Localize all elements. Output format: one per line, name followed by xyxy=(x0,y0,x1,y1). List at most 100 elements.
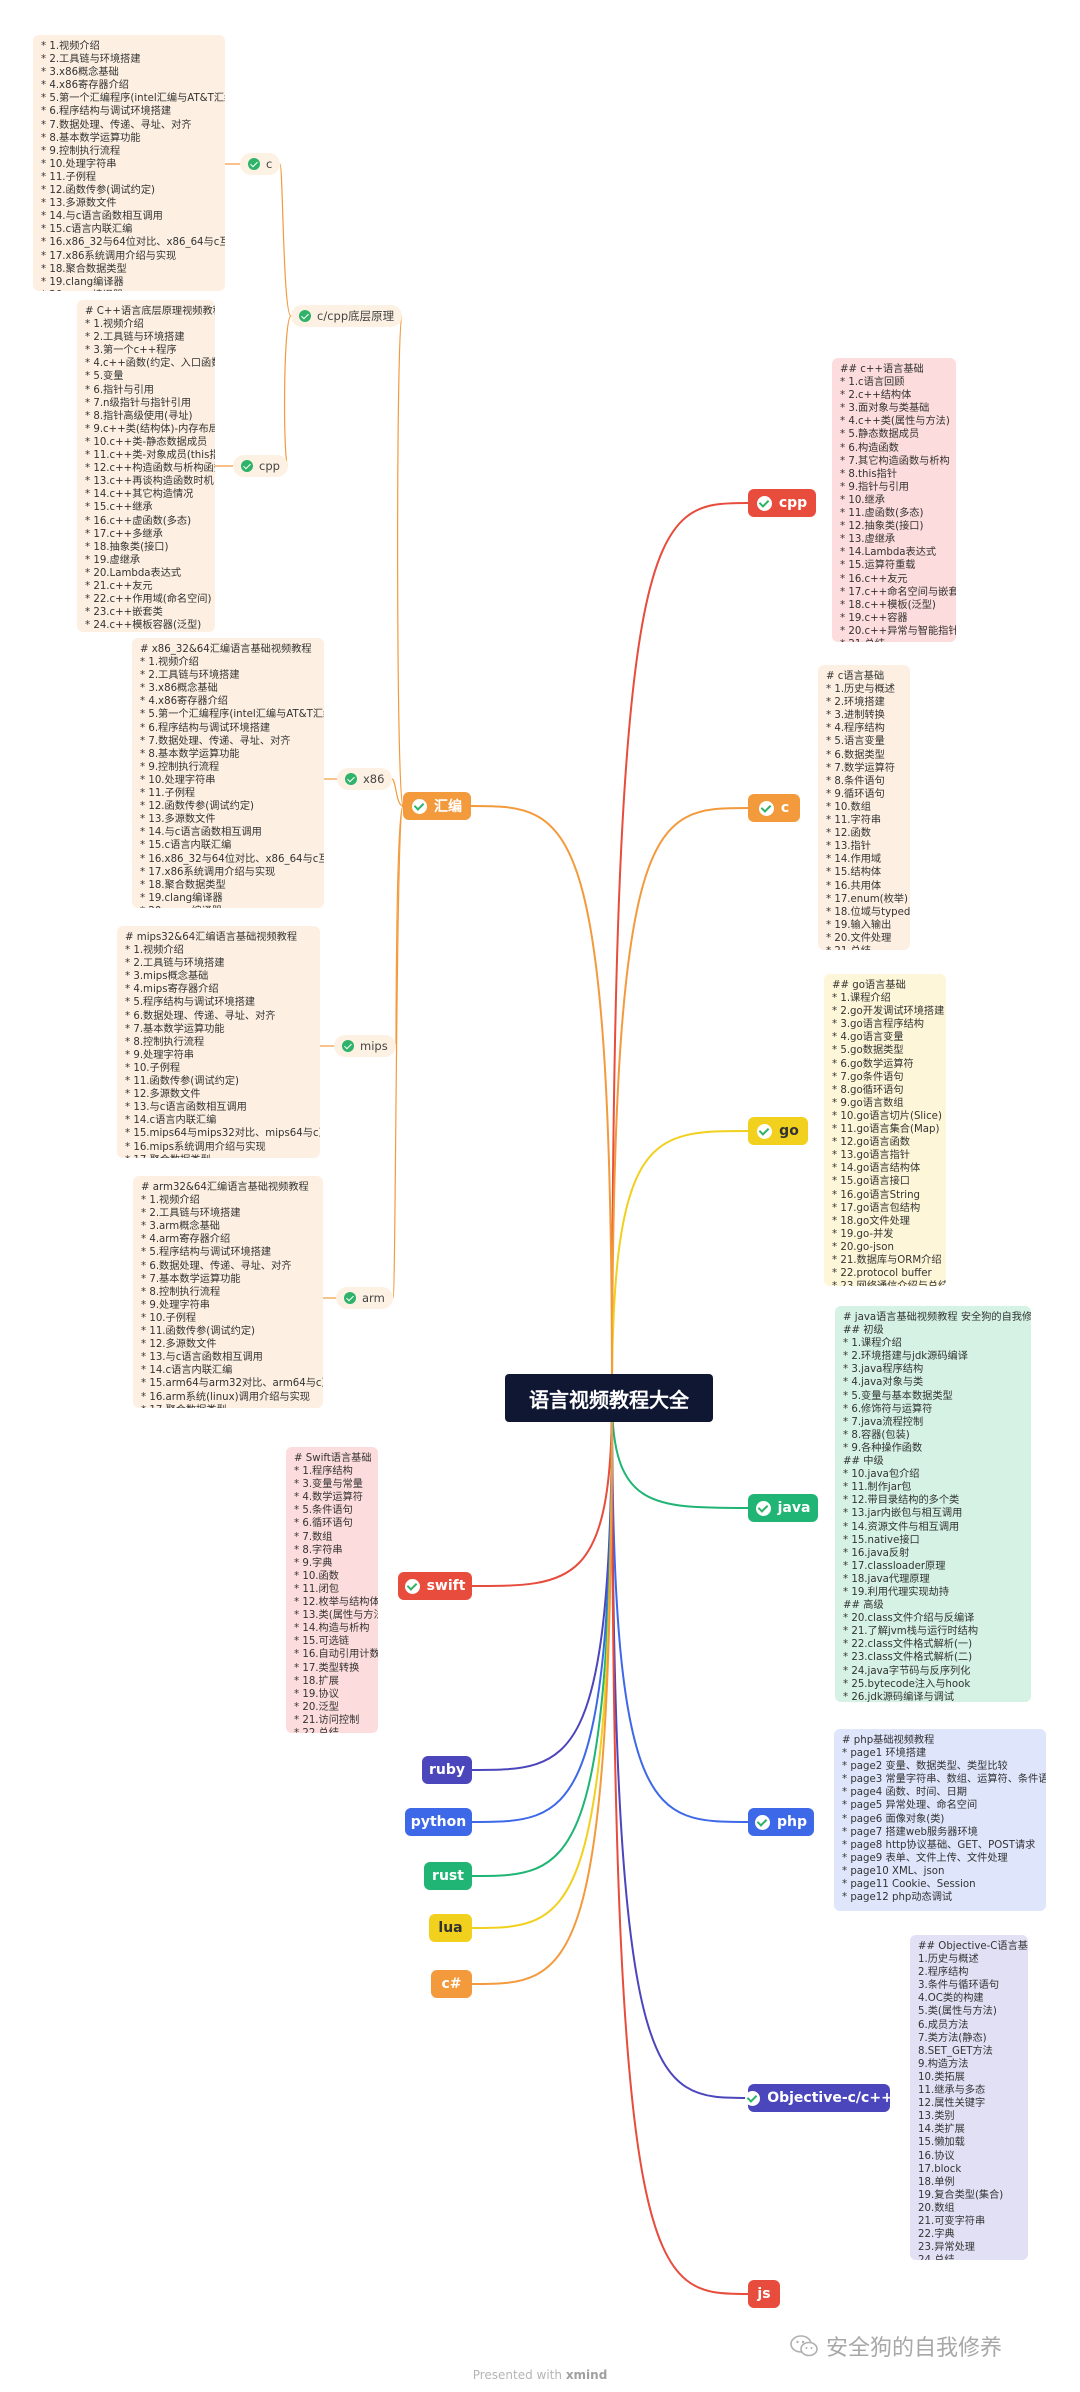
note-line: * 10.处理字符串 xyxy=(41,158,117,170)
connector xyxy=(470,805,613,1399)
note-line: * 6.构造函数 xyxy=(840,442,899,454)
branch-go[interactable]: go xyxy=(748,1117,808,1145)
connector xyxy=(611,1397,749,1823)
note-line: * 23.网络通信介绍与总结 xyxy=(832,1280,946,1286)
subtopic-c-cpp-internals[interactable]: c/cpp底层原理 xyxy=(291,305,403,327)
note-line: * 11.go语言集合(Map) xyxy=(832,1124,940,1136)
note-line: * 10.处理字符串 xyxy=(140,774,216,786)
connector xyxy=(471,1397,613,1823)
connector xyxy=(279,163,292,317)
note-line: * 7.go条件语句 xyxy=(832,1071,904,1083)
branch-ruby[interactable]: ruby xyxy=(422,1756,472,1784)
note-line: * 22.c++作用域(命名空间) xyxy=(85,594,212,606)
subtopic-c[interactable]: c xyxy=(240,153,281,175)
note-line: ## Objective-C语言基础 xyxy=(918,1941,1028,1952)
check-icon xyxy=(755,1500,771,1516)
note-line: * 2.环境搭建 xyxy=(826,697,885,709)
connector xyxy=(611,1397,749,2099)
branch-rust[interactable]: rust xyxy=(424,1862,472,1890)
note-line: * 18.java代理原理 xyxy=(843,1573,930,1585)
check-icon xyxy=(344,1292,356,1304)
branch-cpp[interactable]: cpp xyxy=(748,489,816,517)
note-line: * 8.this指针 xyxy=(840,468,898,480)
note-line: 19.复合类型(集合) xyxy=(918,2189,1004,2201)
branch-java[interactable]: java xyxy=(748,1494,818,1522)
subtopic-mips[interactable]: mips xyxy=(334,1035,396,1057)
note-line: * 7.基本数学运算功能 xyxy=(125,1023,225,1035)
branch-csharp[interactable]: c# xyxy=(431,1970,472,1998)
footer: Presented with xmind xyxy=(472,2368,608,2382)
note-line: * 15.c语言内联汇编 xyxy=(41,224,133,236)
subtopic-cpp[interactable]: cpp xyxy=(233,455,288,477)
note-line: # php基础视频教程 xyxy=(842,1735,935,1746)
note-line: * 14.c++其它构造情况 xyxy=(85,489,194,501)
note-line: 18.单例 xyxy=(918,2176,955,2188)
branch-js[interactable]: js xyxy=(748,2280,780,2308)
note-line: * 16.c++虚函数(多态) xyxy=(85,515,192,527)
note-line: * 20.go-json xyxy=(832,1241,894,1253)
note-line: * 8.基本数学运算功能 xyxy=(140,748,240,760)
connector xyxy=(611,1397,749,2295)
note-line: * 13.虚继承 xyxy=(840,534,896,546)
note-line: * 15.go语言接口 xyxy=(832,1176,910,1188)
note-line: * 13.指针 xyxy=(826,841,871,853)
note-line: * 12.函数传参(调试约定) xyxy=(140,801,254,813)
note-line: * 10.c++类-静态数据成员 xyxy=(85,436,208,448)
note-line: ## 初级 xyxy=(843,1325,884,1337)
note-line: * 19.协议 xyxy=(294,1688,339,1700)
note-line: * 11.子例程 xyxy=(41,171,97,183)
connector xyxy=(611,807,749,1399)
note-line: 10.类拓展 xyxy=(918,2071,965,2083)
note-line: * 16.x86_32与64位对比、x86_64与c互调 xyxy=(140,853,324,865)
note-line: * 15.可选链 xyxy=(294,1636,350,1648)
watermark: 安全狗的自我修养 xyxy=(790,2330,1002,2362)
note-line: * 10.函数 xyxy=(294,1570,339,1582)
note-line: * page6 面像对象(类) xyxy=(842,1813,945,1825)
note-line: * 3.mips概念基础 xyxy=(125,971,209,983)
note-line: * 5.程序结构与调试环境搭建 xyxy=(125,997,256,1009)
note-line: * 16.自动引用计数 xyxy=(294,1649,378,1661)
note-line: * 6.数据处理、传递、寻址、对齐 xyxy=(141,1260,292,1272)
branch-assembly[interactable]: 汇编 xyxy=(403,792,471,820)
note-line: * 20.Lambda表达式 xyxy=(85,567,182,579)
check-icon xyxy=(745,2090,761,2106)
note-line: * 9.go语言数组 xyxy=(832,1097,904,1109)
note-line: * page7 搭建web服务器环境 xyxy=(842,1826,978,1838)
branch-php[interactable]: php xyxy=(748,1808,814,1836)
note-line: * 17.c++命名空间与嵌套类 xyxy=(840,586,956,598)
note-line: * 7.java流程控制 xyxy=(843,1416,924,1428)
check-icon xyxy=(758,800,774,816)
note-line: * 17.go语言包结构 xyxy=(832,1202,921,1214)
note-line: 7.类方法(静态) xyxy=(918,2032,987,2044)
note-line: * 5.go数据类型 xyxy=(832,1045,904,1057)
check-icon xyxy=(404,1578,420,1594)
branch-python[interactable]: python xyxy=(405,1808,472,1836)
branch-swift[interactable]: swift xyxy=(398,1572,472,1600)
branch-objective-c[interactable]: Objective-c/c++ xyxy=(745,2084,893,2112)
note-line: * 9.处理字符串 xyxy=(125,1049,194,1061)
subtopic-x86[interactable]: x86 xyxy=(337,768,393,790)
note-line: * 7.数据处理、传递、寻址、对齐 xyxy=(41,119,192,131)
note-line: * 19.输入输出 xyxy=(826,919,892,931)
note-go-basics: ## go语言基础* 1.课程介绍* 2.go开发调试环境搭建* 3.go语言程… xyxy=(824,974,946,1286)
note-line: * 10.数组 xyxy=(826,801,871,813)
check-icon xyxy=(342,1040,354,1052)
check-icon xyxy=(241,460,253,472)
note-line: * 24.c++模板容器(泛型) xyxy=(85,620,202,632)
note-line: * page4 函数、时间、日期 xyxy=(842,1787,967,1799)
note-line: * 8.字符串 xyxy=(294,1544,343,1556)
connector xyxy=(397,315,404,807)
note-line: * 15.mips64与mips32对比、mips64与c互调 xyxy=(125,1128,320,1140)
note-line: * 12.多源数文件 xyxy=(125,1089,201,1101)
note-line: * 21.了解jvm栈与运行时结构 xyxy=(843,1626,979,1638)
subtopic-arm[interactable]: arm xyxy=(336,1287,393,1309)
central-topic[interactable]: 语言视频教程大全 xyxy=(505,1374,713,1422)
note-line: * 20.msvc编译器 xyxy=(140,905,316,908)
note-line: * 2.工具链与环境搭建 xyxy=(41,54,141,66)
note-line: * 2.环境搭建与jdk源码编译 xyxy=(843,1351,968,1363)
branch-lua[interactable]: lua xyxy=(429,1914,472,1942)
note-line: * 6.循环语句 xyxy=(294,1518,353,1530)
note-line: # C++语言底层原理视频教程 xyxy=(85,306,215,317)
note-line: # arm32&64汇编语言基础视频教程 xyxy=(141,1182,309,1193)
branch-c[interactable]: c xyxy=(748,794,800,822)
